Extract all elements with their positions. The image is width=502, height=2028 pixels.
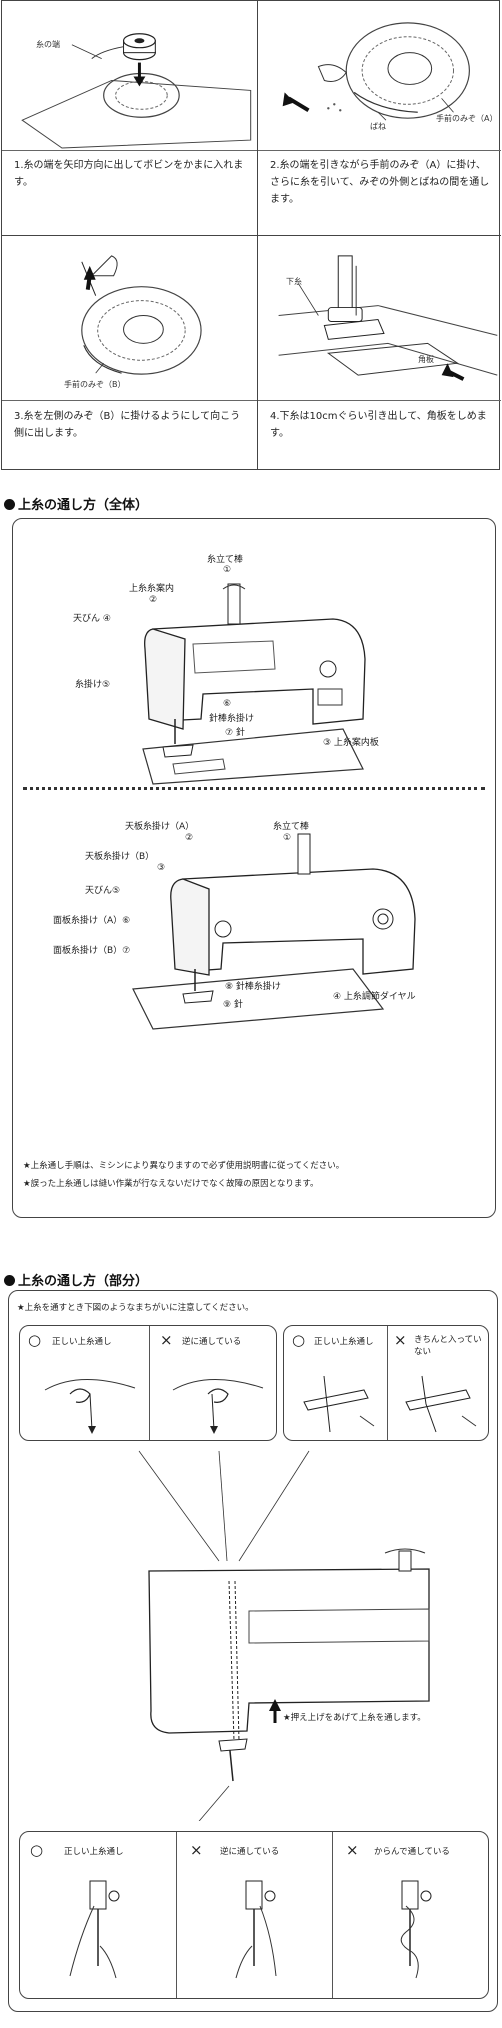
hook-6-number: ⑥ — [223, 699, 232, 709]
upper-thread-guide-label: 上糸糸案内 — [129, 584, 175, 594]
step-grid: 糸の端 1.糸の端を矢印方向に出してボビンをかまに入れます。 ばね 手前のみぞ（… — [1, 0, 501, 470]
spring-drawing — [282, 22, 470, 121]
wrong-caption: 逆に通している — [220, 1847, 280, 1857]
needle-bar-guide-2-label: ⑧ 針棒糸掛け — [225, 982, 281, 992]
machine-head-drawing — [138, 1450, 430, 1821]
wrong-caption: きちんと入っていない — [414, 1335, 482, 1357]
front-slot-a-label: 手前のみぞ（A） — [436, 114, 498, 123]
partial-threading-panel: ★上糸を通すとき下図のようなまちがいに注意してください。 ○ 正しい上糸通し ×… — [8, 1290, 498, 2012]
compare-box-1: ○ 正しい上糸通し × 逆に通している — [19, 1325, 277, 1441]
spool-pin-label: 糸立て棒 — [207, 555, 244, 565]
step-4-text: 4.下糸は10cmぐらい引き出して、角板をしめます。 — [270, 411, 487, 439]
correct-mark: ○ — [28, 1331, 42, 1349]
needle-bar-guide-label: 針棒糸掛け — [209, 714, 255, 724]
top-guide-a-label: 天板糸掛け（A） — [125, 822, 195, 832]
step-2: ばね 手前のみぞ（A） 2.糸の端を引きながら手前のみぞ（A）に掛け、さらに糸を… — [258, 1, 501, 236]
step-1: 糸の端 1.糸の端を矢印方向に出してボビンをかまに入れます。 — [2, 1, 258, 236]
needle-2-label: ⑨ 針 — [223, 1000, 243, 1010]
close-plate-drawing — [278, 255, 498, 381]
sewing-machine-bottom-drawing — [132, 833, 416, 1030]
left-slot-b-label: 手前のみぞ（B） — [64, 380, 126, 389]
step-3-text: 3.糸を左側のみぞ（B）に掛けるようにして向こう側に出します。 — [14, 411, 241, 439]
section-2-title: 上糸の通し方（部分） — [4, 1270, 148, 1289]
upper-thread-guide-number: ② — [149, 595, 158, 605]
wrong-mark: × — [160, 1331, 173, 1349]
wrong-mark: × — [394, 1331, 407, 1349]
tension-dial-label: ④ 上糸調節ダイヤル — [333, 992, 416, 1002]
top-guide-b-label: 天板糸掛け（B） — [85, 852, 155, 862]
step-2-text: 2.糸の端を引きながら手前のみぞ（A）に掛け、さらに糸を引いて、みぞの外側とばね… — [270, 160, 490, 205]
needle-tangled-drawing — [400, 1880, 432, 1979]
take-up-lever-2-label: 天びん⑤ — [85, 886, 121, 896]
left-slot-drawing — [81, 255, 202, 375]
thread-hook-label: 糸掛け⑤ — [75, 680, 111, 690]
step-3: 手前のみぞ（B） 3.糸を左側のみぞ（B）に掛けるようにして向こう側に出します。 — [2, 236, 258, 469]
correct-mark: ○ — [30, 1841, 44, 1859]
close-plate-illustration: 下糸 角板 — [258, 236, 501, 401]
section-divider — [23, 787, 485, 790]
step-1-text: 1.糸の端を矢印方向に出してボビンをかまに入れます。 — [14, 160, 244, 188]
correct-caption: 正しい上糸通し — [64, 1847, 124, 1857]
top-guide-b-number: ③ — [157, 863, 166, 873]
needle-label: ⑦ 針 — [225, 728, 245, 738]
take-up-lever-label: 天びん ④ — [73, 614, 111, 624]
compare-box-3: ○ 正しい上糸通し × 逆に通している × からんで通している — [19, 1831, 489, 1999]
wrong-mark: × — [190, 1841, 203, 1859]
face-plate-guide-b-label: 面板糸掛け（B）⑦ — [53, 946, 131, 956]
wrong-caption: 逆に通している — [182, 1337, 242, 1347]
thread-end-label: 糸の端 — [36, 40, 60, 49]
compare-box-2: ○ 正しい上糸通し × きちんと入っていない — [283, 1325, 489, 1441]
correct-caption: 正しい上糸通し — [52, 1337, 112, 1347]
top-guide-a-number: ② — [185, 833, 194, 843]
needle-wrong-drawing — [235, 1880, 277, 1979]
bullet-icon — [4, 1275, 15, 1286]
guide-correct-drawing — [44, 1379, 136, 1434]
face-plate-guide-a-label: 面板糸掛け（A）⑥ — [53, 916, 131, 926]
square-plate-label: 角板 — [418, 355, 434, 364]
guide-wrong-drawing — [172, 1379, 264, 1434]
intro-note: ★上糸を通すとき下図のようなまちがいに注意してください。 — [17, 1303, 254, 1313]
needle-correct-drawing — [69, 1880, 120, 1979]
sewing-machine-top-drawing — [142, 583, 366, 785]
spring-slot-illustration: ばね 手前のみぞ（A） — [258, 1, 501, 151]
overall-threading-panel: 糸立て棒 ① 上糸糸案内 ② 天びん ④ 糸掛け⑤ ⑥ 針棒糸掛け ⑦ 針 ③ … — [12, 518, 496, 1218]
presser-foot-note: ★押え上げをあげて上糸を通します。 — [283, 1713, 426, 1723]
bullet-icon — [4, 499, 15, 510]
thread-guide-plate-label: ③ 上糸案内板 — [323, 738, 379, 748]
lower-thread-label: 下糸 — [286, 277, 302, 286]
tangled-caption: からんで通している — [374, 1847, 450, 1857]
hook-wrong-drawing — [405, 1375, 477, 1433]
tangled-mark: × — [346, 1841, 359, 1859]
step-4: 下糸 角板 4.下糸は10cmぐらい引き出して、角板をしめます。 — [258, 236, 501, 469]
hook-correct-drawing — [303, 1375, 375, 1433]
correct-mark: ○ — [292, 1331, 306, 1349]
spool-pin-2-label: 糸立て棒 — [273, 822, 310, 832]
spring-label: ばね — [370, 122, 386, 131]
section-1-title: 上糸の通し方（全体） — [4, 494, 148, 513]
bobbin-drawing — [21, 33, 252, 149]
bobbin-insert-illustration: 糸の端 — [2, 1, 257, 151]
note-2: ★誤った上糸通しは縫い作業が行なえないだけでなく故障の原因となります。 — [23, 1179, 319, 1189]
note-1: ★上糸通し手順は、ミシンにより異なりますので必ず使用説明書に従ってください。 — [23, 1161, 345, 1171]
spool-pin-number: ① — [223, 565, 232, 575]
left-slot-illustration: 手前のみぞ（B） — [2, 236, 257, 401]
correct-caption: 正しい上糸通し — [314, 1337, 374, 1347]
spool-pin-2-number: ① — [283, 833, 292, 843]
